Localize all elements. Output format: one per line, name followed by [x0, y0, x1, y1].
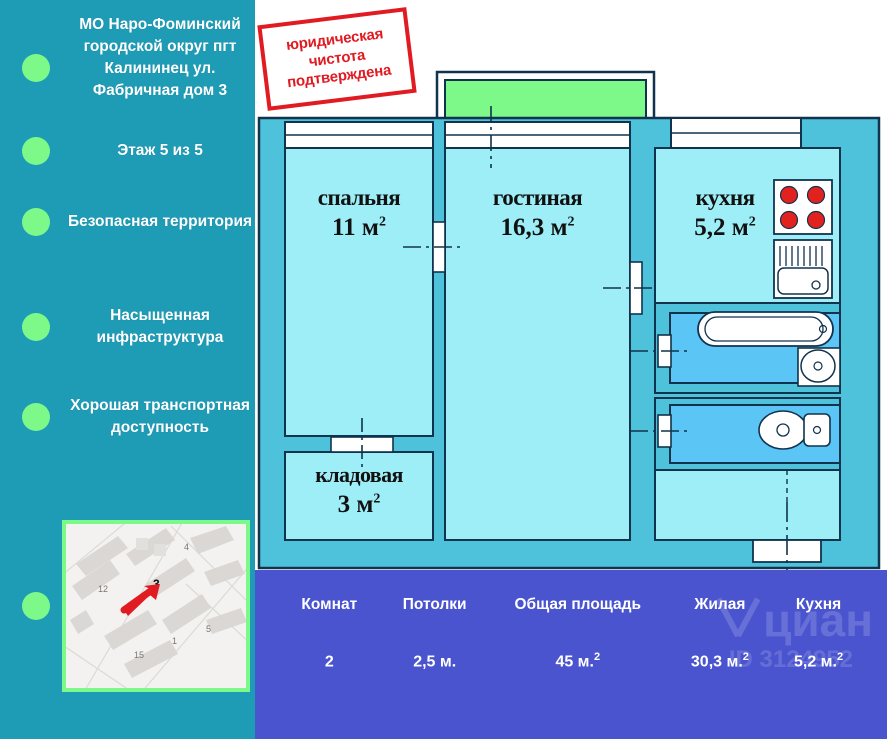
room-name: кладовая: [315, 462, 403, 487]
bullet-icon: [22, 592, 50, 620]
room-name: кухня: [695, 185, 755, 210]
stat-label: Кухня: [795, 596, 842, 613]
bullet-icon: [22, 403, 50, 431]
stat-value: 5,2 м.2: [793, 651, 844, 671]
location-map[interactable]: 4 12 5 1 15 3: [22, 520, 250, 692]
sidebar-feature-infrastructure: Насыщенная инфраструктура: [22, 305, 258, 349]
stove-icon: [773, 179, 833, 235]
map-arrow-icon: [120, 584, 160, 616]
bullet-icon: [22, 313, 50, 341]
bullet-icon: [22, 208, 50, 236]
svg-text:4: 4: [184, 542, 189, 552]
svg-text:1: 1: [172, 636, 177, 646]
stat-label: Потолки: [402, 596, 467, 613]
svg-text:12: 12: [98, 584, 108, 594]
stat-value: 30,3 м.2: [690, 651, 749, 671]
stat-kitchen-area: Кухня 5,2 м.2: [774, 596, 863, 671]
stats-row: Комнат 2 Потолки 2,5 м. Общая площадь 45…: [255, 570, 887, 671]
stat-label: Жилая: [694, 596, 746, 613]
toilet-icon: [758, 410, 831, 450]
room-area: 16,3 м2: [500, 214, 575, 241]
stat-rooms: Комнат 2: [279, 596, 380, 671]
sidebar-feature-label: Безопасная территория: [67, 213, 253, 230]
sidebar-feature-floor: Этаж 5 из 5: [22, 137, 258, 165]
sidebar-feature-address: МО Наро-Фоминский городской округ пгт Ка…: [22, 14, 258, 102]
window-bedroom: [284, 121, 434, 149]
map-graphic: 4 12 5 1 15 3: [66, 524, 246, 688]
map-highlight-label: 3: [153, 577, 160, 591]
stat-ceilings: Потолки 2,5 м.: [380, 596, 490, 671]
sidebar-feature-label: Этаж 5 из 5: [117, 142, 203, 159]
legal-purity-stamp: юридическая чистота подтверждена: [257, 7, 417, 111]
window-living-room: [444, 106, 631, 168]
sidebar-feature-label: Хорошая транспортная доступность: [70, 397, 250, 436]
bathtub-icon: [697, 311, 834, 347]
room-area: 3 м2: [337, 491, 381, 518]
room-name: гостиная: [492, 185, 583, 210]
sidebar-feature-safe-territory: Безопасная территория: [22, 208, 258, 236]
sidebar-feature-label: Насыщенная инфраструктура: [96, 307, 224, 346]
floor-plan: спальня 11 м2 гостиная 16,3 м2 кухня 5,2…: [255, 0, 887, 570]
bullet-icon: [22, 137, 50, 165]
stat-label: Комнат: [301, 596, 358, 613]
stat-value: 2: [324, 653, 334, 671]
room-label-kitchen: кухня 5,2 м2: [655, 185, 795, 242]
window-kitchen: [670, 117, 802, 149]
room-area: 5,2 м2: [694, 214, 756, 241]
bullet-icon: [22, 54, 50, 82]
floor-plan-drawing: [257, 70, 881, 570]
summary-bar: циан ID 3124952 Комнат 2 Потолки 2,5 м. …: [255, 570, 887, 739]
room-label-living-room: гостиная 16,3 м2: [445, 185, 630, 242]
sidebar: МО Наро-Фоминский городской округ пгт Ка…: [0, 0, 255, 739]
room-area: 11 м2: [332, 214, 386, 241]
stat-value: 45 м.2: [555, 651, 601, 671]
kitchen-sink-icon: [773, 239, 833, 299]
map-thumbnail[interactable]: 4 12 5 1 15 3: [62, 520, 250, 692]
stat-label: Общая площадь: [514, 596, 642, 613]
stat-living-area: Жилая 30,3 м.2: [666, 596, 774, 671]
sidebar-feature-label: МО Наро-Фоминский городской округ пгт Ка…: [79, 16, 241, 99]
wash-basin-icon: [797, 347, 841, 387]
room-label-pantry: кладовая 3 м2: [285, 462, 433, 519]
room-name: спальня: [317, 185, 401, 210]
sidebar-feature-transport: Хорошая транспортная доступность: [22, 395, 258, 439]
svg-text:5: 5: [206, 624, 211, 634]
stat-value: 2,5 м.: [413, 653, 457, 671]
svg-text:15: 15: [134, 650, 144, 660]
room-label-bedroom: спальня 11 м2: [285, 185, 433, 242]
stat-total-area: Общая площадь 45 м.2: [490, 596, 666, 671]
